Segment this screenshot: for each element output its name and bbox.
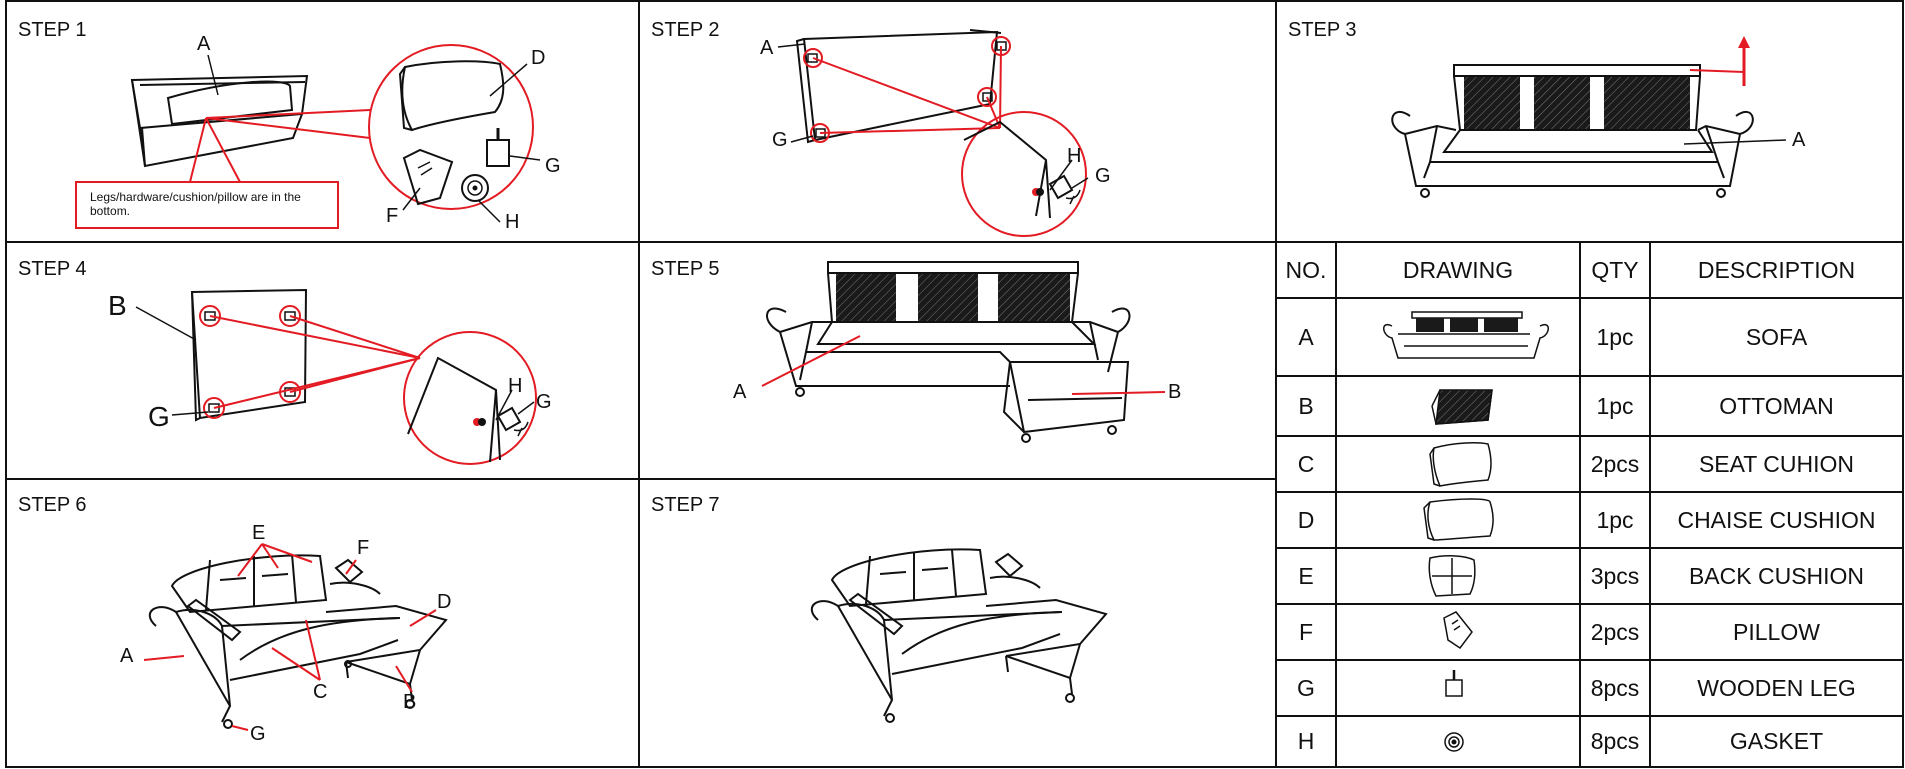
parts-table-grid <box>1276 242 1903 767</box>
step6-callout-f: F <box>357 537 370 559</box>
step6-assembled-sectional <box>148 553 448 729</box>
row-description: WOODEN LEG <box>1697 674 1856 701</box>
step1-callout-g: G <box>545 155 561 177</box>
step1-note-box <box>75 117 339 229</box>
step7-final-sectional <box>810 548 1108 723</box>
step1-leader-lines <box>207 54 541 223</box>
step4-leader-lines <box>135 306 535 421</box>
seat-cushion-icon <box>1429 442 1492 487</box>
row-qty: 2pcs <box>1590 450 1640 477</box>
step6-leader-lines <box>143 543 437 731</box>
ottoman-icon <box>1431 389 1493 425</box>
row-qty: 8pcs <box>1590 674 1640 701</box>
step4-callout-b: B <box>108 290 127 321</box>
row-qty: 1pc <box>1596 392 1634 419</box>
step4-ottoman <box>190 288 308 422</box>
row-description: SOFA <box>1745 323 1808 350</box>
step2-callout-g: G <box>772 129 788 151</box>
step2-leg-positions <box>803 36 1011 143</box>
step2-leader-lines <box>777 43 1089 191</box>
row-description: BACK CUSHION <box>1688 562 1865 589</box>
step4-callout-g2: G <box>536 391 552 413</box>
step-6-label: STEP 6 <box>18 494 87 516</box>
step2-callout-a: A <box>760 37 774 59</box>
step1-callout-f: F <box>386 205 399 227</box>
table-header-description: DESCRIPTION <box>1697 256 1856 283</box>
row-description: CHAISE CUSHION <box>1677 506 1876 533</box>
row-qty: 1pc <box>1596 323 1634 350</box>
step-7-label: STEP 7 <box>651 494 720 516</box>
row-no: G <box>1297 674 1315 701</box>
step2-sofa-upside-down <box>795 29 1002 144</box>
gasket-icon <box>1444 732 1464 752</box>
row-description: OTTOMAN <box>1719 392 1834 419</box>
chaise-cushion-icon <box>1423 498 1494 541</box>
step5-leader-lines <box>761 335 1166 395</box>
row-no: E <box>1298 562 1314 589</box>
step3-callout-a: A <box>1792 129 1806 151</box>
step-3-label: STEP 3 <box>1288 19 1357 41</box>
step4-leg-positions <box>199 305 301 419</box>
step1-note: Legs/hardware/cushion/pillow are in the … <box>90 190 301 219</box>
step-2-label: STEP 2 <box>651 19 720 41</box>
row-qty: 1pc <box>1596 506 1634 533</box>
row-no: F <box>1298 618 1314 645</box>
row-no: A <box>1298 323 1314 350</box>
step6-callout-c: C <box>313 681 328 703</box>
step5-callout-b: B <box>1168 381 1182 403</box>
row-qty: 8pcs <box>1590 728 1640 754</box>
wooden-leg-icon <box>1445 670 1463 697</box>
pillow-icon <box>1443 611 1473 650</box>
step6-callout-b: B <box>403 691 417 713</box>
row-description: PILLOW <box>1733 618 1820 645</box>
step6-callout-g: G <box>250 723 266 745</box>
step1-callout-d: D <box>531 47 546 69</box>
row-qty: 2pcs <box>1590 618 1640 645</box>
step2-callout-g2: G <box>1095 165 1111 187</box>
step2-callout-h: H <box>1067 145 1082 167</box>
row-description: SEAT CUHION <box>1698 450 1855 477</box>
step3-leader-line <box>1683 139 1787 145</box>
step4-callout-g: G <box>148 401 170 432</box>
step1-magnifier <box>205 44 534 210</box>
step1-sofa-frame <box>130 74 309 168</box>
grid-frame <box>5 0 1904 768</box>
row-no: B <box>1298 392 1314 419</box>
step-1-label: STEP 1 <box>18 19 87 41</box>
back-cushion-icon <box>1428 555 1476 597</box>
step5-sofa-with-ottoman <box>766 261 1131 443</box>
step5-callout-a: A <box>733 381 747 403</box>
sofa-icon <box>1383 311 1549 359</box>
row-no: C <box>1297 450 1315 477</box>
step3-arrow <box>1689 36 1750 86</box>
table-header-qty: QTY <box>1591 256 1639 283</box>
step-5-label: STEP 5 <box>651 258 720 280</box>
step3-sofa <box>1391 64 1754 198</box>
row-no: D <box>1297 506 1315 533</box>
step-4-label: STEP 4 <box>18 258 87 280</box>
row-description: GASKET <box>1729 728 1824 754</box>
step2-magnifier <box>812 45 1087 237</box>
step4-magnifier <box>209 315 537 465</box>
step6-callout-d: D <box>437 591 452 613</box>
row-no: H <box>1297 728 1315 754</box>
step1-callout-h: H <box>505 211 520 233</box>
table-header-drawing: DRAWING <box>1402 256 1514 283</box>
table-header-no: NO. <box>1285 256 1327 283</box>
step6-callout-a: A <box>120 645 134 667</box>
step1-callout-a: A <box>197 33 211 55</box>
step4-callout-h: H <box>508 375 523 397</box>
step6-callout-e: E <box>252 522 266 544</box>
row-qty: 3pcs <box>1590 562 1640 589</box>
